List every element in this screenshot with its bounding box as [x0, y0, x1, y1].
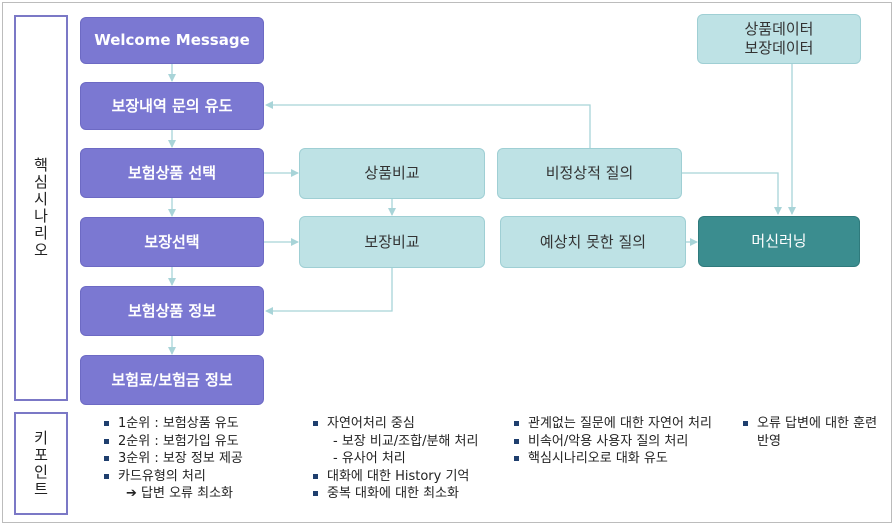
welcome-message-node: Welcome Message — [80, 17, 264, 64]
keypoint-item: - 보장 비교/조합/분해 처리 — [333, 433, 479, 449]
keypoint-text: 키포인트 — [31, 429, 50, 498]
keypoint-item: ➔ 답변 오류 최소화 — [126, 486, 234, 501]
keypoint-item: 대화에 대한 History 기억 — [313, 468, 513, 486]
unexpected-query-node: 예상치 못한 질의 — [500, 216, 686, 268]
inquiry-guide-node: 보장내역 문의 유도 — [80, 82, 264, 130]
arrow-atypical-to-inquiry — [265, 101, 591, 148]
arrow-compare-to-info — [265, 268, 393, 315]
product-info-node: 보험상품 정보 — [80, 286, 264, 336]
keypoint-item: 자연어처리 중심 — [313, 415, 513, 433]
keypoint-item: 2순위 : 보험가입 유도 — [104, 433, 299, 451]
core-scenario-label: 핵심시나리오 — [14, 15, 68, 401]
keypoint-item: 오류 답변에 대한 훈련 반영 — [743, 415, 883, 450]
premium-info-node: 보험료/보험금 정보 — [80, 355, 264, 405]
keypoint-label: 키포인트 — [14, 412, 68, 515]
data-source-node: 상품데이터 보장데이터 — [697, 14, 861, 64]
keypoint-item: 1순위 : 보험상품 유도 — [104, 415, 299, 433]
atypical-query-node: 비정상적 질의 — [497, 148, 682, 199]
keypoints-col4: 오류 답변에 대한 훈련 반영 — [743, 415, 883, 450]
data-source-line2: 보장데이터 — [744, 39, 814, 57]
keypoint-item: 핵심시나리오로 대화 유도 — [514, 450, 714, 468]
keypoint-item: 비속어/악용 사용자 질의 처리 — [514, 433, 714, 451]
coverage-select-node: 보장선택 — [80, 217, 264, 267]
product-select-node: 보험상품 선택 — [80, 148, 264, 198]
data-source-line1: 상품데이터 — [744, 20, 814, 38]
keypoint-item: - 유사어 처리 — [333, 451, 406, 466]
keypoint-item: 카드유형의 처리 — [104, 468, 299, 486]
core-scenario-text: 핵심시나리오 — [31, 157, 50, 259]
product-compare-node: 상품비교 — [299, 148, 485, 199]
keypoint-item: 3순위 : 보장 정보 제공 — [104, 450, 299, 468]
keypoint-item: 중복 대화에 대한 최소화 — [313, 485, 513, 503]
machine-learning-node: 머신러닝 — [698, 216, 860, 267]
arrow-atypical-to-ml — [682, 172, 782, 215]
coverage-compare-node: 보장비교 — [299, 216, 485, 268]
keypoint-item: 관계없는 질문에 대한 자연어 처리 — [514, 415, 714, 433]
